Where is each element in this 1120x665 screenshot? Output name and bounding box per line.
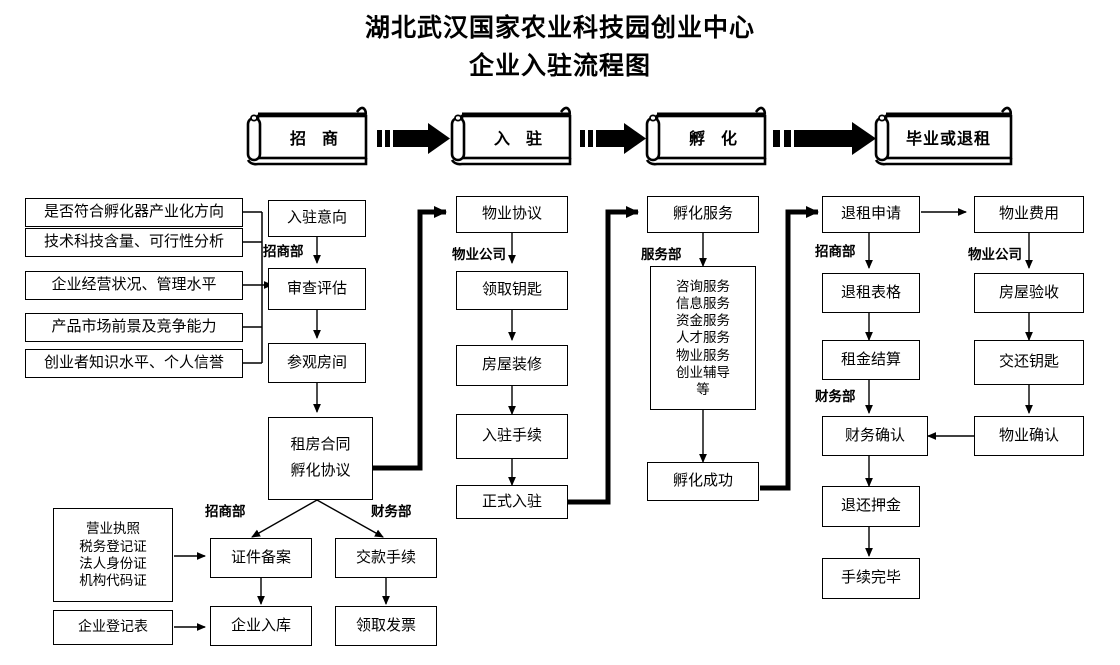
- criteria-bracket: [243, 211, 263, 364]
- step-house-inspection: 房屋验收: [974, 273, 1084, 313]
- block-arrow-1: [377, 123, 450, 154]
- dept-label-service-dept: 服务部: [641, 247, 682, 262]
- banner-text-settle-in: 入 驻: [493, 131, 548, 148]
- step-visit-room: 参观房间: [268, 343, 366, 383]
- step-return-keys: 交还钥匙: [974, 340, 1084, 385]
- banner-text-recruitment: 招 商: [289, 131, 344, 148]
- document-item-3: 法人身份证: [79, 556, 147, 571]
- service-item-6: 创业辅导: [676, 364, 730, 380]
- step-settle-intent: 入驻意向: [268, 200, 366, 237]
- criteria-box-1: 是否符合孵化器产业化方向: [25, 198, 243, 227]
- step-finance-confirm: 财务确认: [822, 416, 928, 456]
- service-list-box: 咨询服务 信息服务 资金服务 人才服务 物业服务 创业辅导 等: [650, 266, 756, 410]
- block-arrow-3: [773, 122, 876, 155]
- banner-label-2: 入 驻: [462, 116, 570, 158]
- thick-connector-success-to-exit: [760, 206, 819, 491]
- block-arrow-2: [580, 123, 646, 154]
- step-procedures-done: 手续完毕: [822, 558, 920, 599]
- step-payment-procedures: 交款手续: [335, 538, 437, 578]
- step-property-fee: 物业费用: [974, 196, 1084, 233]
- dept-label-recruitment-2: 招商部: [815, 244, 856, 259]
- banner-text-incubation: 孵 化: [688, 131, 743, 148]
- arrow-contract-to-filing: [251, 499, 318, 538]
- dept-label-finance-1: 财务部: [815, 389, 856, 404]
- dept-label-recruitment-1: 招商部: [263, 244, 304, 259]
- service-item-7: 等: [696, 382, 710, 398]
- step-house-decoration: 房屋装修: [456, 345, 568, 386]
- step-official-settle: 正式入驻: [456, 485, 568, 519]
- service-item-2: 信息服务: [676, 295, 730, 311]
- document-item-2: 税务登记证: [79, 538, 147, 554]
- step-refund-deposit: 退还押金: [822, 486, 920, 527]
- criteria-box-2: 技术科技含量、可行性分析: [25, 228, 243, 257]
- step-collect-keys: 领取钥匙: [456, 271, 568, 310]
- dept-label-recruitment-3: 招商部: [205, 504, 246, 519]
- criteria-box-3: 企业经营状况、管理水平: [25, 271, 243, 300]
- criteria-box-5: 创业者知识水平、个人信誉: [25, 349, 243, 378]
- dept-label-property-company-2: 物业公司: [968, 247, 1022, 262]
- contract-line-2: 孵化协议: [290, 462, 351, 479]
- criteria-box-4: 产品市场前景及竞争能力: [25, 313, 243, 342]
- banner-text-graduate: 毕业或退租: [905, 131, 991, 148]
- contract-line-1: 租房合同: [290, 437, 351, 454]
- step-incubation-service: 孵化服务: [647, 196, 759, 233]
- banner-label-3: 孵 化: [657, 116, 765, 158]
- documents-box: 营业执照 税务登记证 法人身份证 机构代码证: [53, 508, 173, 602]
- document-item-1: 营业执照: [86, 521, 140, 537]
- thick-connector-contract-to-property: [373, 206, 447, 471]
- step-document-filing: 证件备案: [210, 538, 312, 578]
- document-item-4: 机构代码证: [79, 573, 147, 589]
- dept-label-finance-2: 财务部: [371, 504, 412, 519]
- step-property-confirm: 物业确认: [974, 416, 1084, 456]
- step-collect-invoice: 领取发票: [335, 606, 437, 646]
- thick-connector-movedin-to-incubation: [568, 206, 639, 505]
- registration-form-box: 企业登记表: [53, 610, 173, 645]
- step-incubation-success: 孵化成功: [647, 462, 759, 501]
- service-item-4: 人才服务: [676, 330, 730, 346]
- step-enterprise-database: 企业入库: [210, 606, 312, 646]
- service-item-5: 物业服务: [676, 347, 730, 363]
- step-exit-form: 退租表格: [822, 273, 920, 313]
- step-rental-contract: 租房合同 孵化协议: [268, 417, 373, 500]
- step-settle-procedures: 入驻手续: [456, 414, 568, 459]
- page-title-line1: 湖北武汉国家农业科技园创业中心: [364, 15, 755, 42]
- service-item-3: 资金服务: [676, 313, 730, 329]
- step-exit-application: 退租申请: [822, 196, 920, 233]
- banner-label-4: 毕业或退租: [886, 116, 1011, 158]
- page-title-line2: 企业入驻流程图: [468, 53, 651, 80]
- step-review-assess: 审查评估: [268, 268, 366, 310]
- step-rent-settlement: 租金结算: [822, 340, 920, 380]
- banner-label-1: 招 商: [258, 116, 366, 158]
- step-property-agreement: 物业协议: [456, 196, 568, 233]
- service-item-1: 咨询服务: [676, 278, 730, 294]
- dept-label-property-company-1: 物业公司: [452, 247, 506, 262]
